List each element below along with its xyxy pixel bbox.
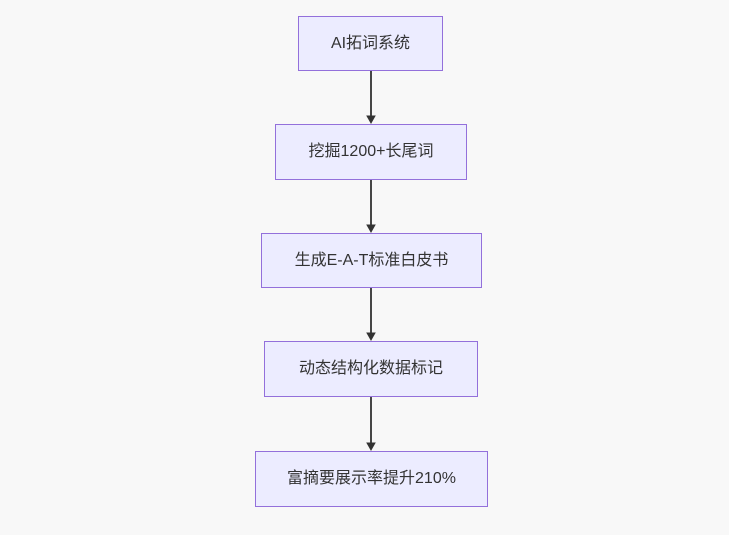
flow-node-label: 挖掘1200+长尾词 [308, 143, 434, 160]
down-arrow-icon [366, 397, 376, 451]
flow-node-label: 动态结构化数据标记 [298, 360, 443, 377]
flow-node-ai-keyword-system: AI拓词系统 [298, 16, 443, 71]
flow-node-rich-snippet-result: 富摘要展示率提升210% [255, 451, 488, 507]
flow-arrow-3 [364, 288, 378, 341]
down-arrow-icon [366, 180, 376, 233]
flow-node-label: 富摘要展示率提升210% [287, 470, 456, 487]
down-arrow-icon [366, 288, 376, 341]
flow-arrow-2 [364, 180, 378, 233]
flow-node-eat-whitepaper: 生成E-A-T标准白皮书 [261, 233, 482, 288]
flow-node-label: AI拓词系统 [330, 34, 411, 52]
flow-node-longtail-mining: 挖掘1200+长尾词 [275, 124, 467, 180]
down-arrow-icon [366, 71, 376, 124]
flow-node-structured-data-markup: 动态结构化数据标记 [264, 341, 478, 397]
flow-arrow-4 [364, 397, 378, 451]
flow-arrow-1 [364, 71, 378, 124]
flow-node-label: 生成E-A-T标准白皮书 [294, 251, 449, 269]
